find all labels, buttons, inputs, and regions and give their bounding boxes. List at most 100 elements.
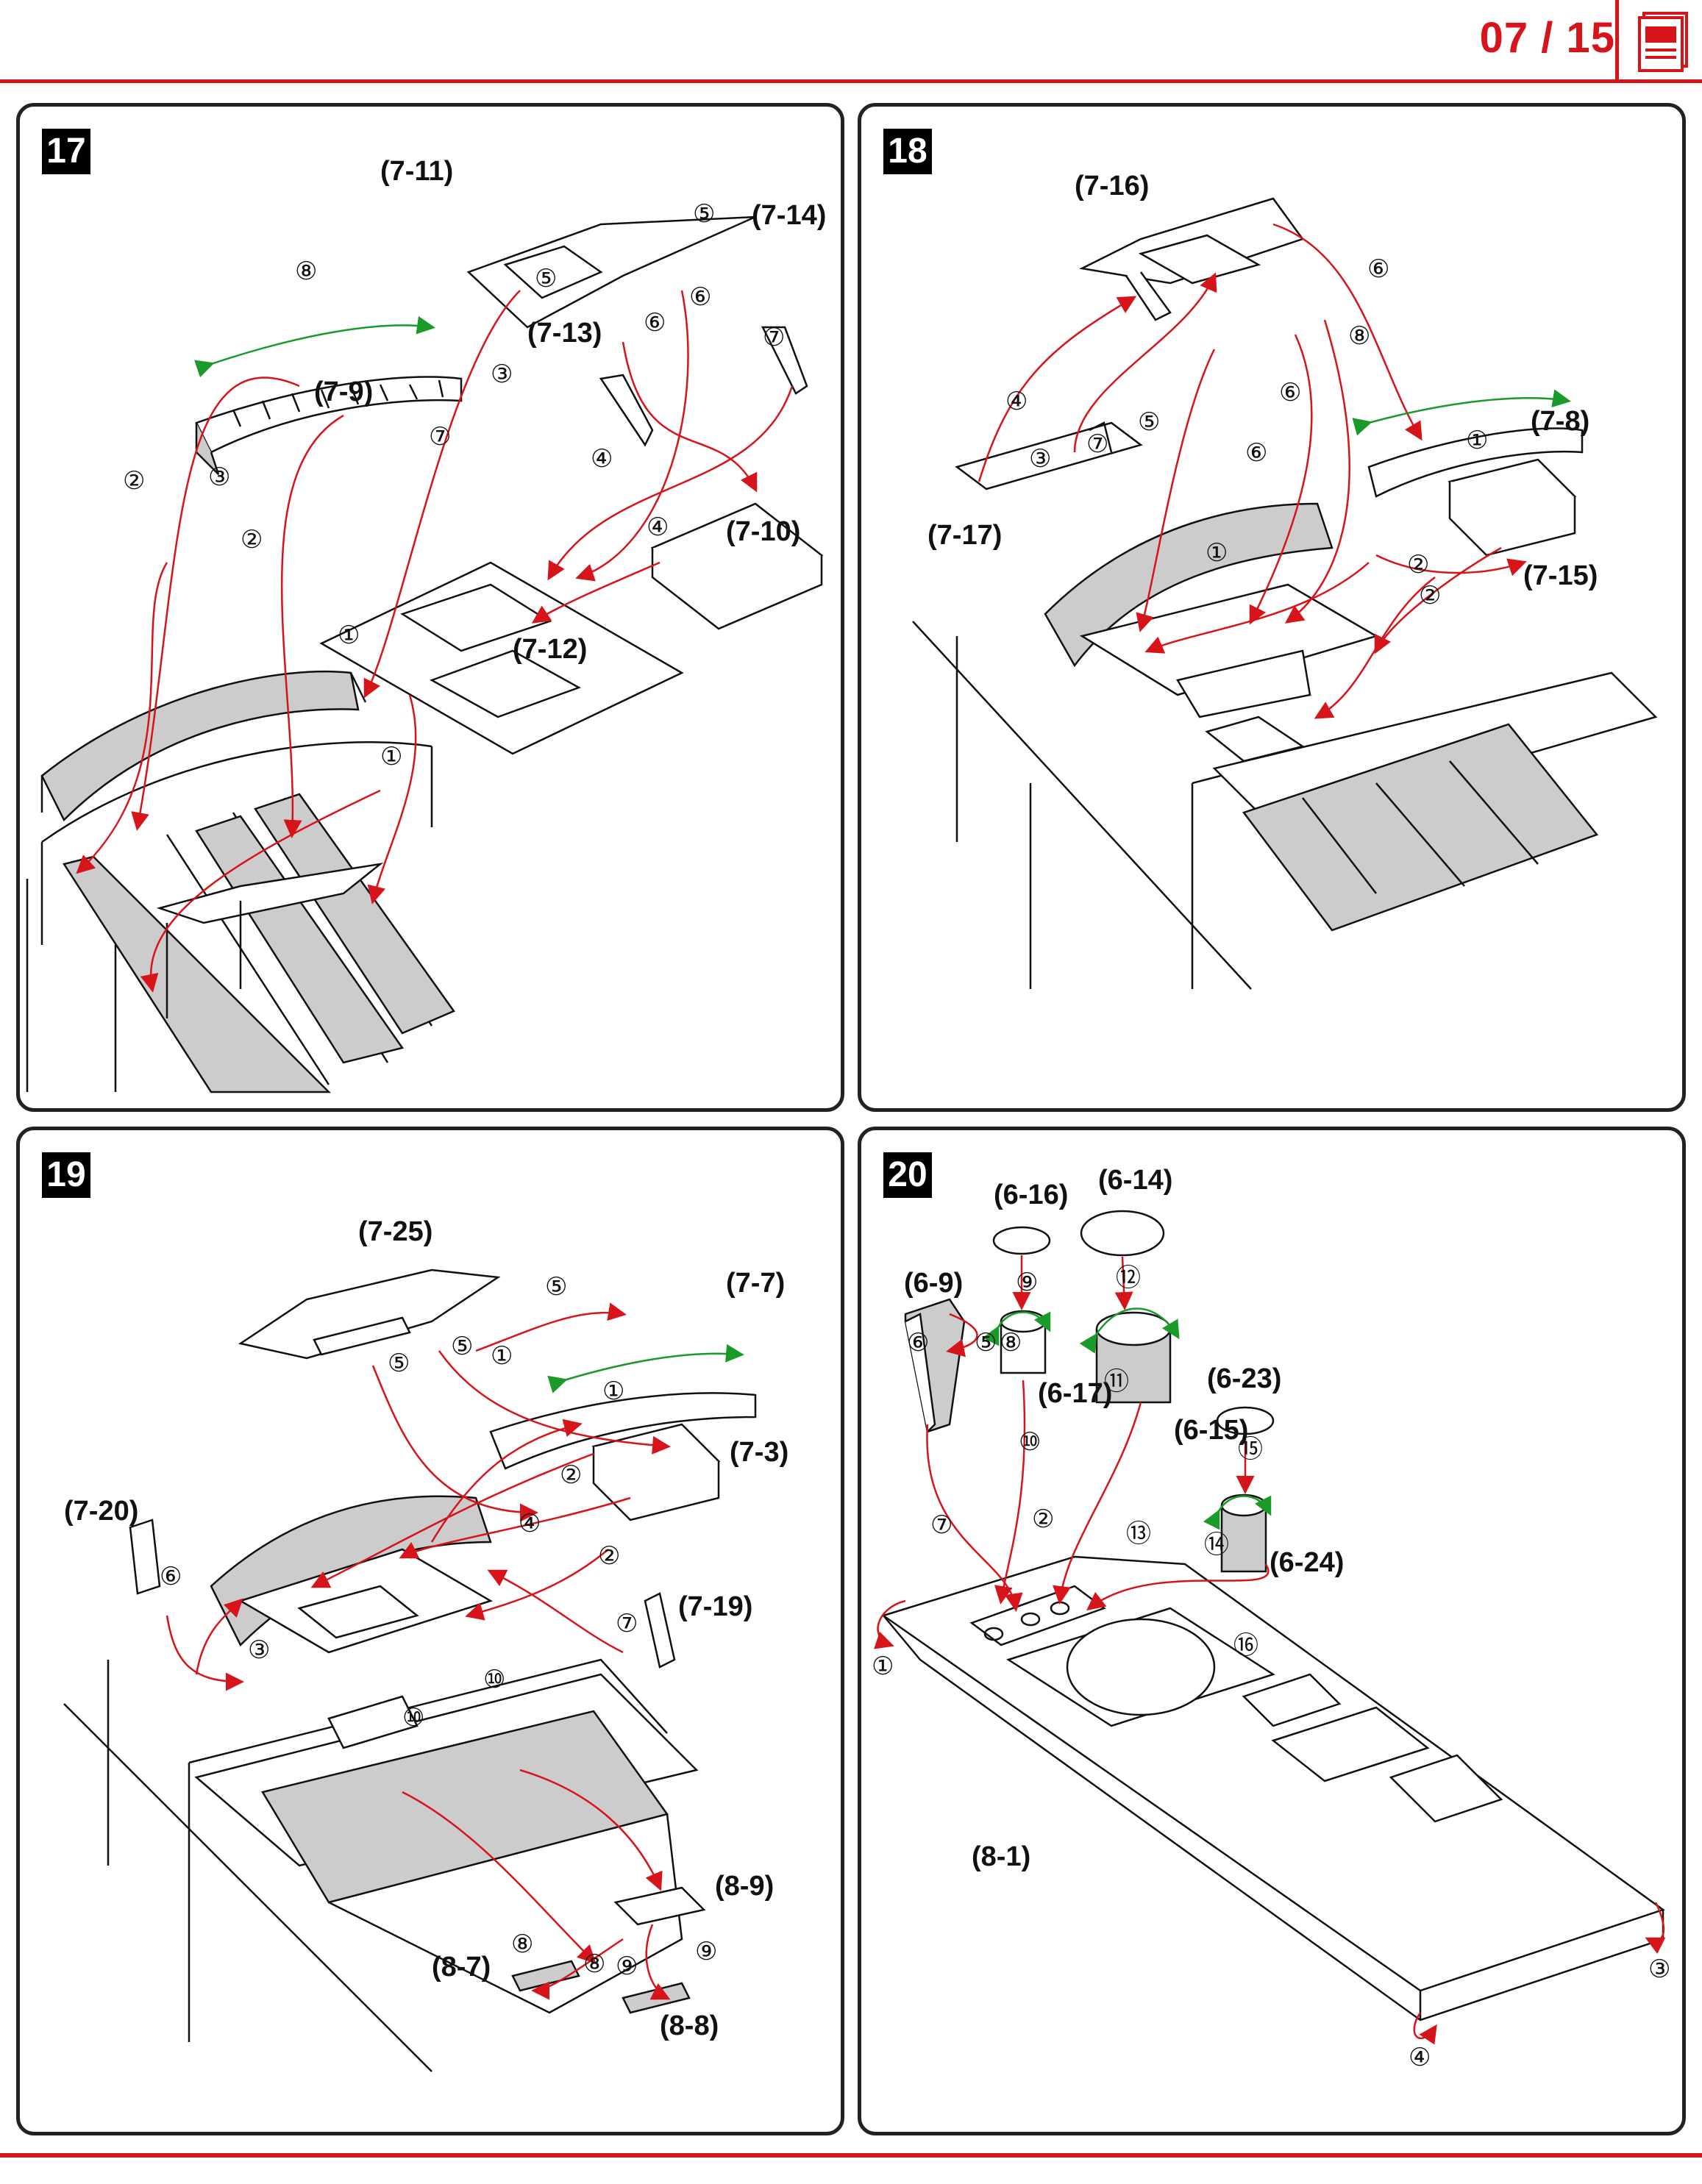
step-marker: ⑮	[1238, 1435, 1263, 1464]
part-label: (8-9)	[715, 1871, 774, 1902]
step-18-panel: 18	[858, 103, 1686, 1112]
step-marker: ④	[647, 513, 669, 542]
part-label: (6-15)	[1174, 1415, 1248, 1446]
step-19-panel: 19	[16, 1127, 844, 2135]
step-18-diagram: (7-16) (7-8) (7-17) (7-15) ⑥ ⑧ ④ ⑤ ⑥ ③ ⑦…	[912, 171, 1658, 990]
step-number-badge: 20	[883, 1152, 932, 1198]
step-marker: ③	[491, 360, 513, 389]
step-marker: ①	[1466, 426, 1488, 455]
step-marker: ⑧	[1000, 1328, 1022, 1357]
part-label: (6-16)	[994, 1180, 1068, 1210]
step-marker: ⑥	[160, 1562, 182, 1591]
part-label: (7-13)	[527, 318, 602, 349]
part-label: (7-19)	[678, 1591, 752, 1622]
step-marker: ①	[1206, 538, 1228, 568]
step-marker: ⑭	[1204, 1530, 1229, 1560]
step-17-panel: 17	[16, 103, 844, 1112]
part-label: (7-10)	[726, 516, 800, 547]
part-label: (8-8)	[660, 2010, 719, 2041]
part-label: (7-8)	[1531, 406, 1589, 437]
step-marker: ①	[380, 742, 402, 771]
step-marker: ⑦	[1086, 429, 1108, 459]
part-label: (8-1)	[972, 1841, 1030, 1872]
step-marker: ⑦	[930, 1510, 953, 1540]
step-marker: ⑨	[616, 1952, 638, 1981]
step-marker: ⑧	[1348, 321, 1370, 351]
step-marker: ⑩	[1019, 1427, 1041, 1457]
step-marker: ⑥	[689, 282, 711, 312]
step-marker: ②	[1032, 1505, 1054, 1534]
step-marker: ⑨	[695, 1937, 717, 1966]
step-marker: ⑧	[295, 257, 317, 286]
step-number-badge: 18	[883, 129, 932, 174]
part-label: (7-7)	[726, 1268, 785, 1299]
step-marker: ⑥	[1367, 254, 1389, 284]
step-marker: ⑩	[483, 1665, 505, 1694]
step-marker: ①	[491, 1341, 513, 1371]
step-marker: ①	[338, 621, 360, 650]
step-marker: ⑤	[545, 1272, 567, 1302]
step-marker: ⑦	[616, 1609, 638, 1638]
part-label: (6-23)	[1207, 1363, 1281, 1394]
step-marker: ④	[1409, 2043, 1431, 2072]
step-marker: ⑥	[644, 308, 666, 338]
part-label: (7-14)	[752, 200, 826, 231]
step-marker: ⑬	[1126, 1519, 1151, 1549]
part-label: (6-17)	[1038, 1378, 1112, 1409]
step-marker: ②	[560, 1460, 582, 1490]
part-label: (7-17)	[927, 520, 1002, 551]
step-marker: ④	[519, 1509, 541, 1538]
step-marker: ①	[872, 1652, 894, 1681]
step-marker: ④	[591, 444, 613, 474]
step-marker: ②	[1419, 581, 1441, 610]
part-label: (6-9)	[904, 1268, 963, 1299]
document-icon	[1638, 12, 1688, 72]
step-marker: ⑧	[511, 1930, 533, 1959]
part-label: (7-12)	[513, 634, 587, 665]
step-marker: ③	[208, 463, 230, 492]
step-number-badge: 17	[42, 129, 90, 174]
part-label: (7-3)	[730, 1437, 788, 1468]
step-marker: ⑦	[763, 323, 785, 352]
step-marker: ⑩	[402, 1703, 424, 1732]
page-number: 07 / 15	[1479, 14, 1615, 62]
part-label: (6-24)	[1270, 1547, 1344, 1578]
part-label: (7-20)	[64, 1496, 138, 1527]
header-rule	[0, 79, 1702, 83]
step-marker: ⑤	[451, 1332, 473, 1361]
step-marker: ⑧	[583, 1949, 605, 1979]
step-marker: ②	[123, 466, 145, 496]
step-marker: ⑤	[1138, 407, 1160, 437]
document-icon-box[interactable]	[1615, 0, 1702, 82]
step-marker: ③	[1029, 444, 1051, 474]
step-marker: ⑤	[388, 1349, 410, 1378]
step-marker: ②	[1407, 550, 1429, 579]
part-label: (7-9)	[314, 377, 373, 407]
step-number-badge: 19	[42, 1152, 90, 1198]
step-marker: ⑨	[1016, 1268, 1038, 1297]
step-marker: ⑥	[907, 1328, 929, 1357]
part-label: (6-14)	[1098, 1165, 1172, 1196]
step-marker: ⑤	[535, 264, 557, 293]
step-marker: ②	[598, 1541, 620, 1571]
step-marker: ④	[1005, 387, 1028, 416]
step-marker: ⑯	[1233, 1631, 1258, 1660]
part-label: (8-7)	[432, 1952, 491, 1983]
step-marker: ②	[241, 525, 263, 554]
footer-rule	[0, 2153, 1702, 2158]
step-20-panel: 20	[858, 1127, 1686, 2135]
step-marker: ⑤	[975, 1328, 997, 1357]
step-marker: ⑫	[1116, 1263, 1141, 1293]
part-label: (7-15)	[1523, 560, 1598, 591]
step-marker: ③	[1648, 1955, 1670, 1984]
step-marker: ⑥	[1279, 378, 1301, 407]
part-label: (7-11)	[380, 156, 453, 187]
step-19-diagram: (7-25) (7-7) (7-3) (7-20) (7-19) (8-9) (…	[63, 1216, 788, 2072]
step-marker: ①	[602, 1377, 624, 1406]
step-17-diagram: (7-11) (7-14) (7-13) (7-9) (7-10) (7-12)…	[26, 156, 826, 1093]
step-20-diagram: (6-16) (6-14) (6-9) (6-17) (6-15) (6-23)…	[872, 1165, 1670, 2072]
step-marker: ⑥	[1245, 438, 1267, 468]
part-label: (7-25)	[358, 1216, 432, 1247]
step-marker: ⑦	[429, 422, 451, 452]
part-label: (7-16)	[1075, 171, 1149, 201]
